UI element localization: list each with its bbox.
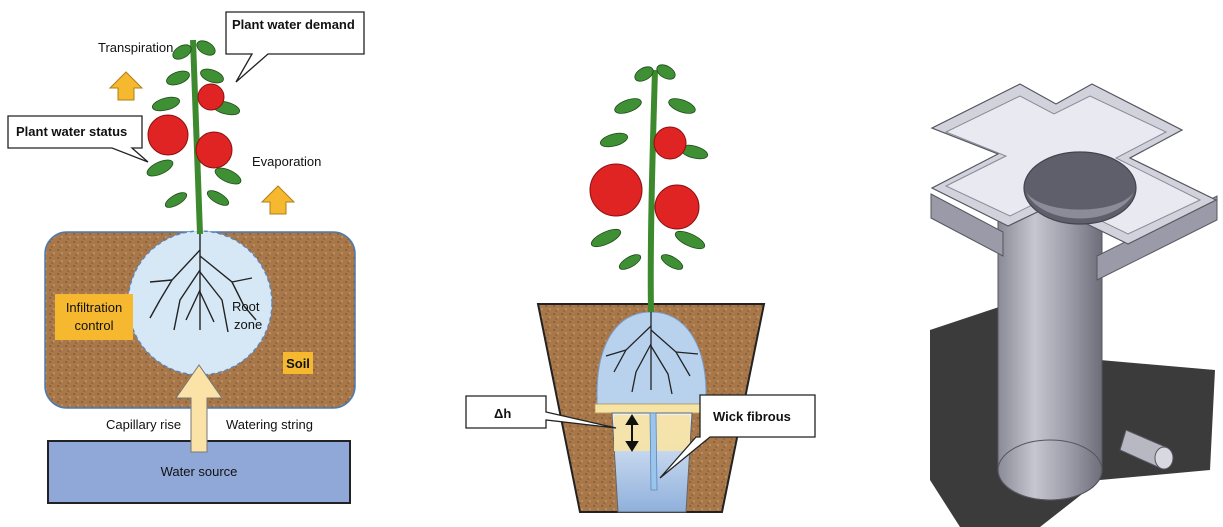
left-tomatoes xyxy=(148,84,232,168)
wick xyxy=(650,413,657,490)
evaporation-label: Evaporation xyxy=(252,154,321,169)
middle-plant-stem xyxy=(651,70,655,312)
transpiration-arrow xyxy=(110,72,142,100)
transpiration-label: Transpiration xyxy=(98,40,173,55)
infiltration-label-line2: control xyxy=(74,318,113,333)
delta-h-label: Δh xyxy=(494,406,511,421)
left-plant-stem xyxy=(193,40,200,234)
plant-water-status-label: Plant water status xyxy=(16,124,127,139)
wick-fibrous-label: Wick fibrous xyxy=(713,409,791,424)
middle-panel: Δh Wick fibrous xyxy=(466,62,815,512)
right-panel xyxy=(930,84,1217,527)
root-zone-label-line1: Root xyxy=(232,299,260,314)
capillary-rise-label: Capillary rise xyxy=(106,417,181,432)
plant-water-demand-label: Plant water demand xyxy=(232,17,355,32)
root-zone-label-line2: zone xyxy=(234,317,262,332)
infiltration-label-line1: Infiltration xyxy=(66,300,122,315)
soil-label: Soil xyxy=(286,356,310,371)
outlet-pipe-end xyxy=(1155,447,1173,469)
water-source-label: Water source xyxy=(161,464,238,479)
separator-plate xyxy=(595,404,708,413)
plant-water-status-callout xyxy=(8,116,148,162)
evaporation-arrow xyxy=(262,186,294,214)
watering-string-label: Watering string xyxy=(226,417,313,432)
left-panel: Water source Capillary rise Watering str… xyxy=(8,12,364,503)
cylinder-body xyxy=(998,200,1102,500)
